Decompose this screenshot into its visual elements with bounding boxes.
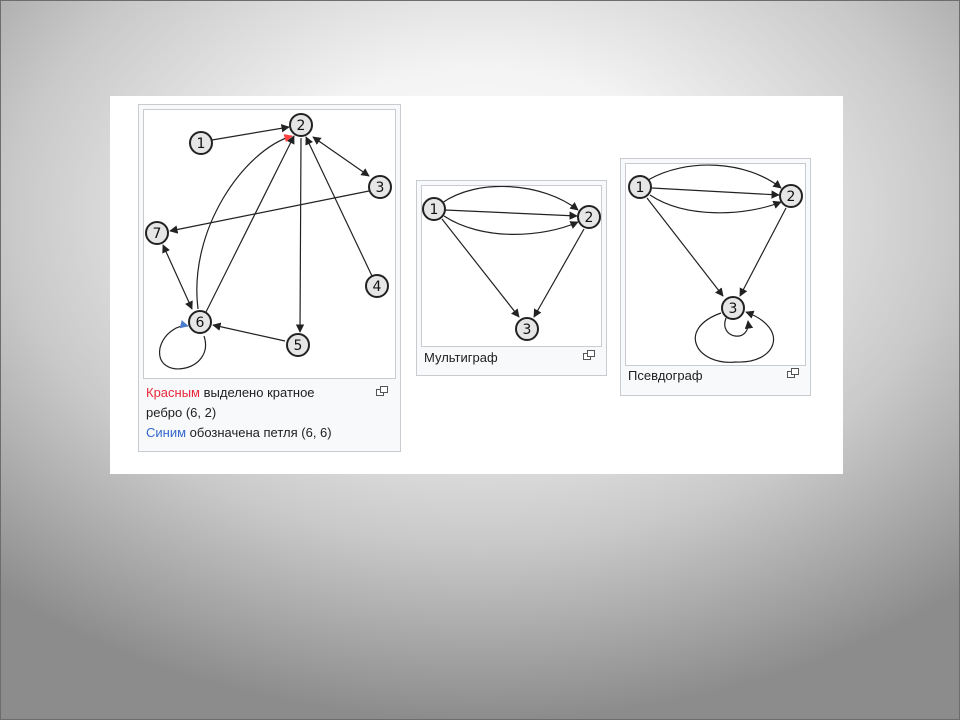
multigraph-diagram: 1 2 3 <box>422 186 601 341</box>
svg-text:4: 4 <box>373 279 382 295</box>
graph-node: 2 <box>577 205 601 229</box>
svg-text:3: 3 <box>523 322 532 338</box>
graph-node: 2 <box>289 113 313 137</box>
figure-multigraph: 1 2 3 Мультиграф <box>416 180 607 376</box>
caption-text: выделено кратное <box>200 385 315 400</box>
edge-1-2-lower <box>443 215 579 235</box>
edge-1-2-lower <box>649 194 782 214</box>
graph-node: 1 <box>422 197 446 221</box>
enlarge-icon[interactable] <box>376 386 388 396</box>
svg-text:6: 6 <box>196 315 205 331</box>
svg-text:3: 3 <box>729 301 738 317</box>
figure-graph-example: 1 2 3 4 5 6 7 Красным выделено кратное р… <box>138 104 401 452</box>
loop-3-inner <box>724 317 754 337</box>
svg-text:1: 1 <box>636 180 645 196</box>
svg-text:1: 1 <box>430 202 439 218</box>
edge-5-6 <box>212 322 286 342</box>
graph-node: 1 <box>189 131 213 155</box>
edge-1-2 <box>211 124 290 141</box>
multigraph-image[interactable]: 1 2 3 <box>421 185 602 347</box>
enlarge-icon[interactable] <box>583 350 595 360</box>
svg-text:2: 2 <box>585 210 594 226</box>
graph-diagram: 1 2 3 4 5 6 7 <box>145 113 392 370</box>
content-panel: 1 2 3 4 5 6 7 Красным выделено кратное р… <box>110 96 843 474</box>
graph-node: 3 <box>515 317 539 341</box>
graph-node: 2 <box>779 184 803 208</box>
edge-6-2-multiple <box>196 134 293 310</box>
svg-text:1: 1 <box>197 136 206 152</box>
edge-1-2-upper <box>647 164 782 189</box>
edge-4-2 <box>305 136 373 277</box>
loop-3-outer <box>694 310 775 363</box>
edge-7-6 <box>162 244 193 310</box>
svg-text:2: 2 <box>297 118 306 134</box>
pseudograph-caption: Псевдограф <box>628 368 703 383</box>
caption-text: обозначена петля (6, 6) <box>186 425 332 440</box>
graph-node: 3 <box>368 175 392 199</box>
multigraph-caption: Мультиграф <box>424 350 498 365</box>
edge-2-3 <box>312 136 370 177</box>
svg-text:2: 2 <box>787 189 796 205</box>
edge-1-3 <box>441 218 520 318</box>
figure-pseudograph: 1 2 3 Псевдограф <box>620 158 811 396</box>
svg-text:5: 5 <box>294 338 303 354</box>
graph-node: 4 <box>365 274 389 298</box>
edge-3-7 <box>169 190 370 234</box>
svg-text:3: 3 <box>376 180 385 196</box>
graph-image[interactable]: 1 2 3 4 5 6 7 <box>143 109 396 379</box>
graph-node: 3 <box>721 296 745 320</box>
edge-6-2 <box>205 135 295 313</box>
caption-blue-word: Синим <box>146 425 187 440</box>
edge-2-3 <box>533 228 585 318</box>
loop-6-6 <box>159 320 207 370</box>
edge-1-3 <box>646 197 724 297</box>
edge-1-2-upper <box>441 186 579 211</box>
graph-node: 7 <box>145 221 169 245</box>
edge-1-2 <box>444 209 578 220</box>
pseudograph-diagram: 1 2 3 <box>628 164 803 363</box>
enlarge-icon[interactable] <box>787 368 799 378</box>
pseudograph-image[interactable]: 1 2 3 <box>625 163 806 366</box>
svg-text:7: 7 <box>153 226 162 242</box>
graph-node: 6 <box>188 310 212 334</box>
edge-2-5 <box>295 137 305 333</box>
graph-node: 1 <box>628 175 652 199</box>
caption-text: ребро (6, 2) <box>146 405 217 420</box>
caption-red-word: Красным <box>146 385 200 400</box>
graph-node: 5 <box>286 333 310 357</box>
edge-1-2 <box>651 187 780 199</box>
figure-caption: Красным выделено кратное ребро (6, 2) Си… <box>146 383 371 443</box>
edge-2-3 <box>739 207 787 297</box>
